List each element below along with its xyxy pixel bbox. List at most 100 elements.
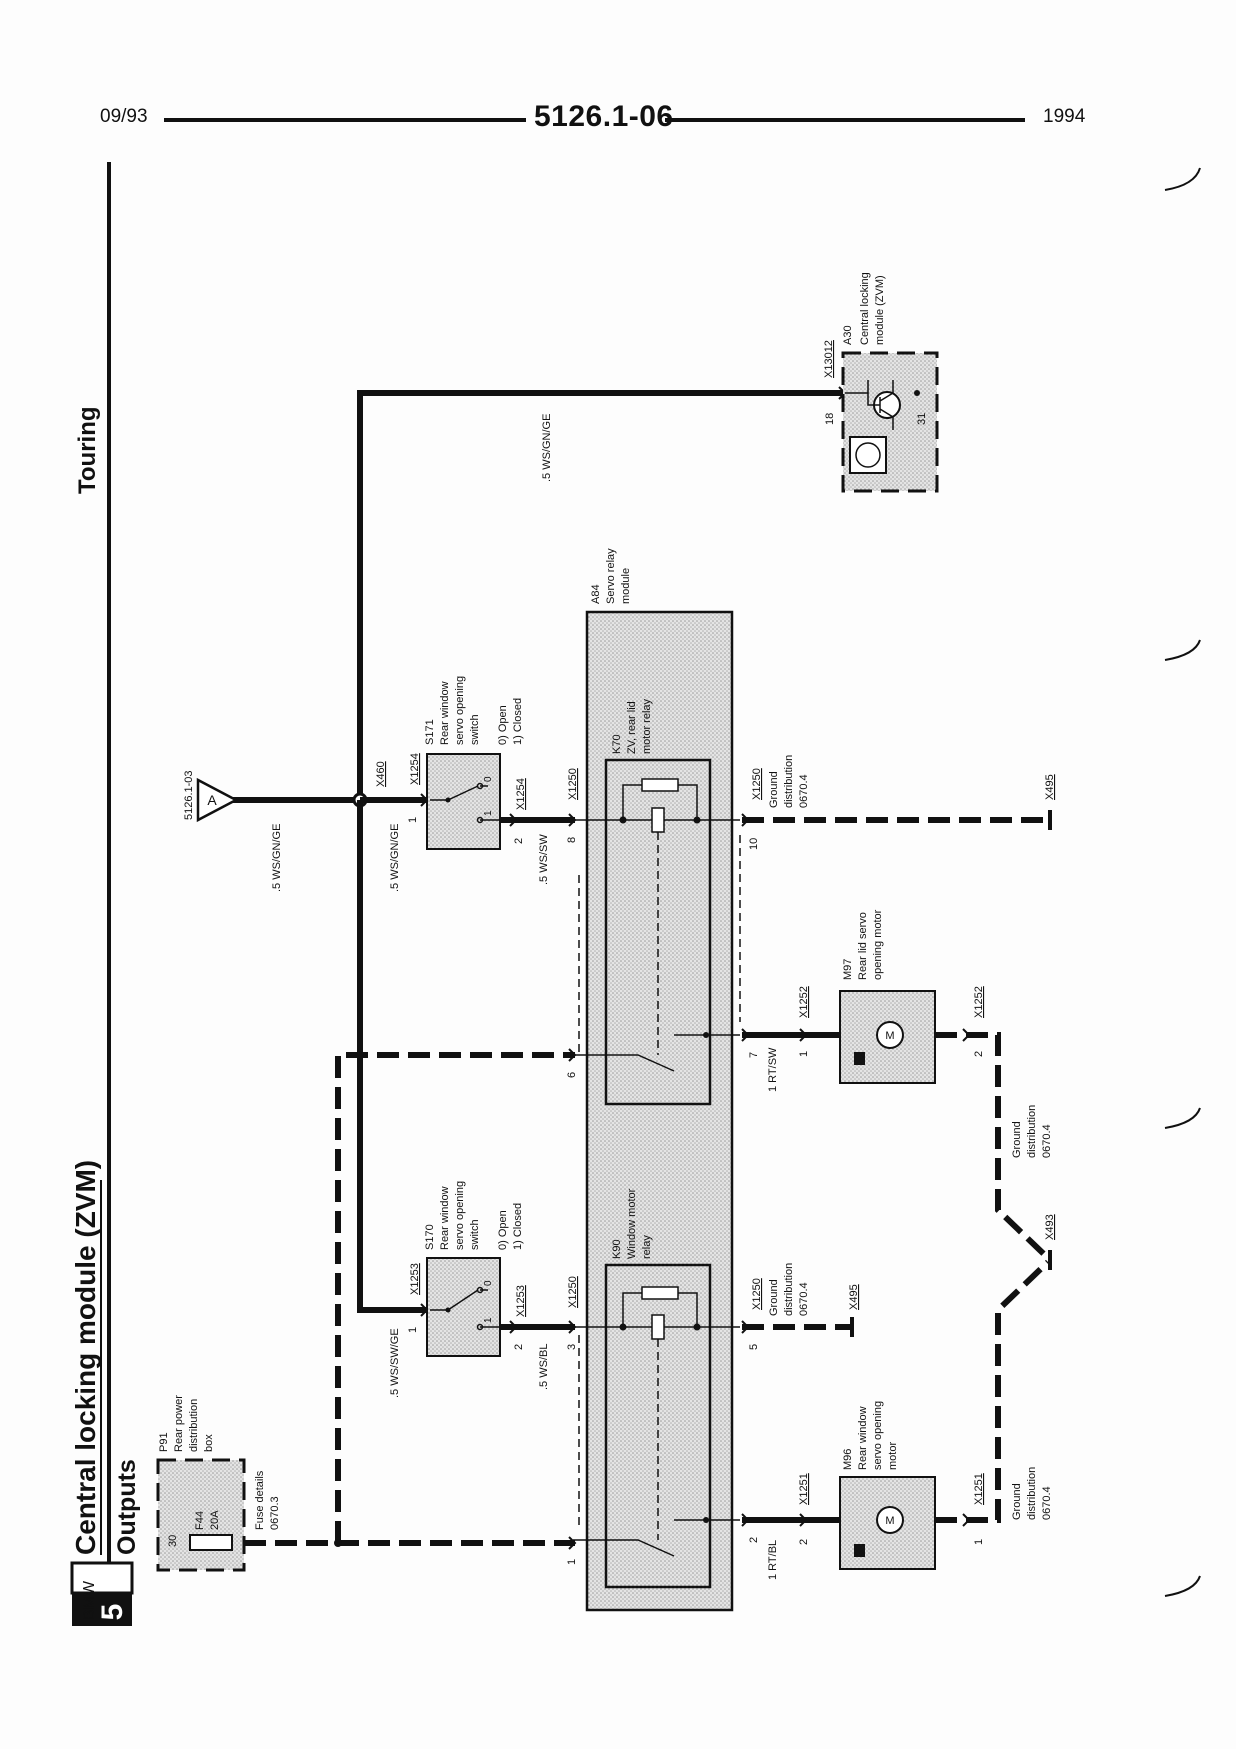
relay-k70-resistor [641,778,679,792]
switch-s170-name-1: Rear window [439,1186,451,1250]
motor-m97-pin-in: 1 [798,1051,810,1057]
connector-marks [420,386,971,1550]
switch-s171-pos-0: 0) Open [497,705,509,745]
bmw-brand-text: BMW [81,1580,98,1620]
switch-s170-body [426,1257,501,1357]
module-name-2: module [620,568,632,604]
switch-s170-connector-out: X1253 [515,1285,527,1317]
relay-k90-node-1 [619,1323,627,1331]
module-internal-dashed-link [578,835,741,1530]
relay-k70-contact-node [703,1032,709,1038]
fuse-details-2: 0670.3 [269,1496,281,1530]
ground-dist-b-3: 0670.4 [798,1282,810,1316]
diagram-subtitle: Outputs [113,1459,141,1555]
ground-dist-d-3: 0670.4 [1041,1486,1053,1520]
wire-ws-gn-ge-main [220,390,845,803]
motor-m97-id: M97 [842,959,854,980]
wire-label-rt-bl: 1 RT/BL [767,1540,779,1580]
switch-s171-name-3: switch [469,714,481,745]
switch-s170-id: S170 [424,1224,436,1250]
module-id: A84 [590,584,602,604]
wire-label-ws-gn-ge-a: .5 WS/GN/GE [271,824,283,892]
module-pin-10: 10 [748,838,760,850]
binder-marks [1164,167,1201,1597]
wire-m96-ground [935,1259,1051,1523]
motor-m97-symbol: M [885,1030,894,1042]
ground-dist-a-1: Ground [768,771,780,808]
zvm-node [914,390,920,396]
motor-m96-name-1: Rear window [857,1406,869,1470]
switch-s171-contact-1 [476,816,484,824]
zvm-transistor-leads [845,380,894,430]
ground-dist-a-3: 0670.4 [798,774,810,808]
module-pin-6: 6 [566,1072,578,1078]
connector-x495-top: X495 [1044,774,1056,800]
switch-s170-pos-0: 0) Open [497,1210,509,1250]
switch-s171-name-2: servo opening [454,676,466,745]
motor-m97-icon [876,1021,904,1049]
switch-s170-pin-in: 1 [407,1327,419,1333]
fuse-box-outline [156,1458,246,1572]
switch-s170-pivot [445,1307,451,1313]
switch-s170-label-0: 0 [483,1280,494,1286]
wire-ws-sw-ge [357,800,427,1313]
connector-a-target: 5126.1-03 [183,770,195,820]
ground-dist-a-2: distribution [783,755,795,808]
motor-m97-name-1: Rear lid servo [857,912,869,980]
zvm-pin-18: 18 [824,413,836,425]
module-pin-8: 8 [566,837,578,843]
ground-dist-c-2: distribution [1026,1105,1038,1158]
wire-label-rt-sw: 1 RT/SW [767,1047,779,1092]
wire-label-ws-gn-ge-c: .5 WS/GN/GE [541,414,553,482]
switch-s171-connector-in: X1254 [409,753,421,785]
wire-label-ws-gn-ge-b: .5 WS/GN/GE [389,824,401,892]
ground-dist-b-1: Ground [768,1279,780,1316]
switch-s171-pin-in: 1 [407,817,419,823]
ground-dist-d-1: Ground [1011,1483,1023,1520]
relay-k70-outline [604,758,712,1106]
relay-k90-name-1: Window motor [626,1188,638,1259]
relay-k70-node-1 [619,816,627,824]
module-pin-3: 3 [566,1344,578,1350]
switch-s171-pos-1: 1) Closed [512,698,524,745]
relay-k70-name-1: ZV, rear lid [626,701,638,754]
motor-m96: M M96 Rear window servo opening motor X1… [798,1401,985,1570]
wire-m97-ground [935,1032,1051,1261]
motor-m97-pin-out: 2 [973,1051,985,1057]
document-number: 5126.1-06 [534,100,674,133]
module-pin-7: 7 [748,1052,760,1058]
wire-fuse-branch-up [335,1052,575,1543]
zvm-id: A30 [842,325,854,345]
fuse-f44 [189,1534,233,1551]
switch-s170-pin-out: 2 [513,1344,525,1350]
switch-s170-label-1: 1 [483,1317,494,1323]
diagram-title: Central locking module (ZVM) [70,1160,101,1555]
connector-a-letter: A [207,792,217,808]
ground-dist-b-2: distribution [783,1263,795,1316]
motor-m97: M M97 Rear lid servo opening motor X1252… [798,909,985,1084]
switch-s171: 0 1 S171 Rear window servo opening switc… [407,676,527,850]
motor-m96-pin-in: 2 [798,1539,810,1545]
switch-s170-name-2: servo opening [454,1181,466,1250]
connector-x1250-c: X1250 [751,768,763,800]
switch-s171-label-0: 0 [483,776,494,782]
switch-s170-pos-1: 1) Closed [512,1203,524,1250]
switch-s171-connector-out: X1254 [515,778,527,810]
switch-s170-contact-0 [476,1286,484,1294]
switch-s171-pin-out: 2 [513,838,525,844]
switch-s171-name-1: Rear window [439,681,451,745]
ground-dist-c-3: 0670.4 [1041,1124,1053,1158]
fuse-details-1: Fuse details [254,1470,266,1530]
zvm-pin-31: 31 [916,413,928,425]
motor-m96-connector-out: X1251 [973,1473,985,1505]
module-pin-1: 1 [566,1559,578,1565]
motor-m96-pin-out: 1 [973,1539,985,1545]
ground-dist-c-1: Ground [1011,1121,1023,1158]
fuse-box-name-3: box [203,1434,215,1452]
relay-k70-contact [573,1034,740,1072]
switch-s171-id: S171 [424,719,436,745]
motor-m96-name-3: motor [887,1442,899,1470]
connector-x1250-d: X1250 [751,1278,763,1310]
connector-a-triangle [196,777,239,823]
connector-x460: X460 [375,761,387,787]
